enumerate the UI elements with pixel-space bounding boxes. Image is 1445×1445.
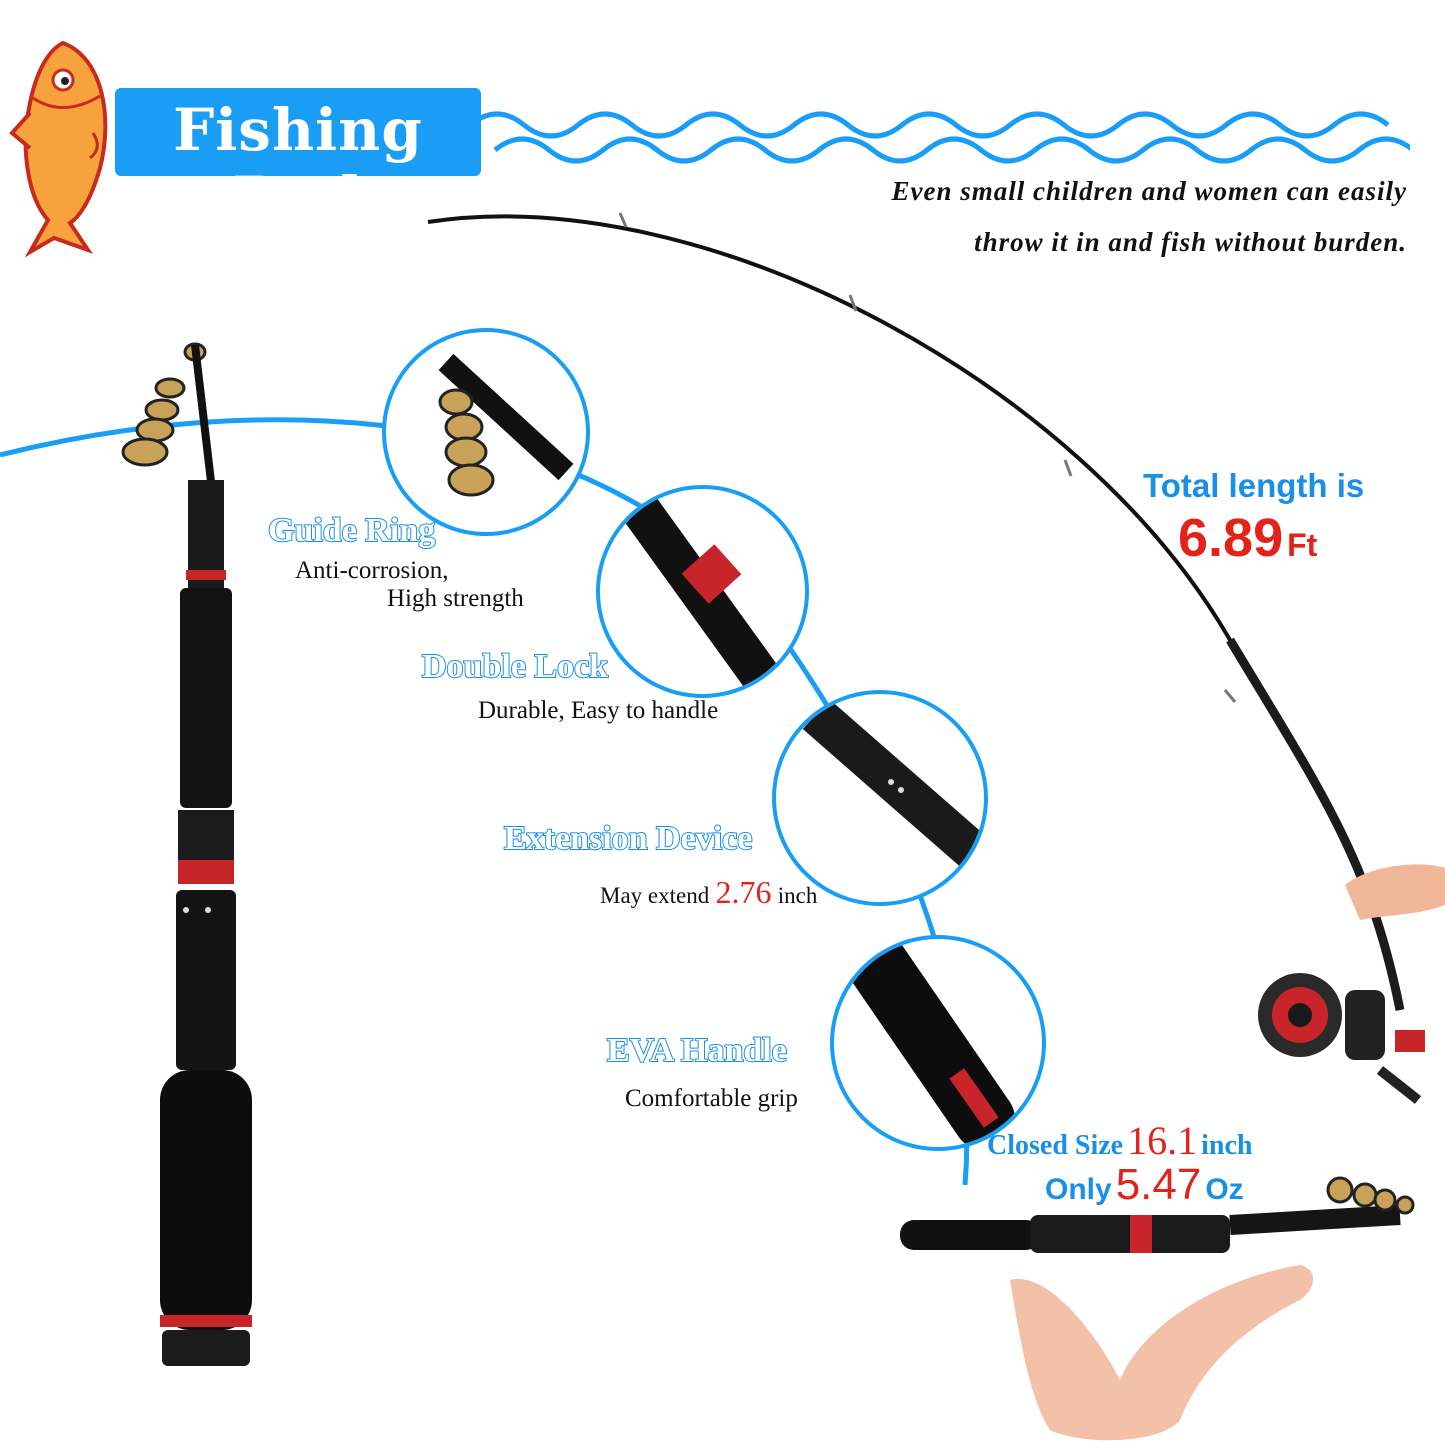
extend-unit: inch [777,883,818,908]
weight-row: Only 5.47 Oz [1045,1160,1244,1210]
feature-desc-eva-handle: Comfortable grip [625,1085,798,1112]
total-length-value-row: 6.89 Ft [1178,507,1317,569]
feature-desc-double-lock: Durable, Easy to handle [478,697,719,724]
title-banner: Fishing Rod [115,88,481,232]
guide-ring-closeup [438,353,574,497]
extension-device-closeup [802,698,984,870]
extension-device-detail-circle [772,690,988,906]
extend-prefix: May extend [600,883,710,908]
eva-handle-detail-circle [830,935,1046,1151]
feature-desc-guide-ring-2: High strength [387,585,524,612]
weight-value: 5.47 [1115,1160,1202,1209]
fish-icon [9,40,108,258]
page-title: Fishing Rod [173,96,423,232]
total-length-value: 6.89 [1178,508,1284,568]
weight-unit: Oz [1205,1173,1244,1206]
wave-icon [470,111,1410,164]
extend-value: 2.76 [715,874,772,910]
feature-title-double-lock: Double Lock [421,647,609,686]
telescopic-rod-image [121,342,252,1366]
eva-handle-closeup [843,939,1015,1147]
feature-title-extension-device: Extension Device [503,819,753,858]
feature-desc-extension-device: May extend 2.76 inch [600,874,817,911]
feature-title-eva-handle: EVA Handle [606,1031,788,1070]
closed-rod-on-hand-image [900,1176,1415,1441]
tagline-line1: Even small children and women can easily [891,176,1407,206]
closed-size-row: Closed Size 16.1 inch [987,1117,1252,1164]
closed-size-unit: inch [1201,1130,1253,1161]
weight-label: Only [1045,1173,1112,1206]
total-length-unit: Ft [1287,527,1318,563]
total-length-label: Total length is [1143,467,1365,504]
feature-desc-guide-ring-1: Anti-corrosion, [295,557,449,584]
double-lock-closeup [623,497,787,694]
guide-ring-detail-circle [382,328,590,536]
closed-size-label: Closed Size [987,1130,1124,1161]
tagline-line2: throw it in and fish without burden. [974,227,1407,257]
double-lock-detail-circle [596,485,809,698]
closed-size-value: 16.1 [1127,1118,1198,1163]
spinning-reel-image [1258,973,1425,1104]
feature-title-guide-ring: Guide Ring [267,511,436,550]
hand-image [1345,864,1445,920]
